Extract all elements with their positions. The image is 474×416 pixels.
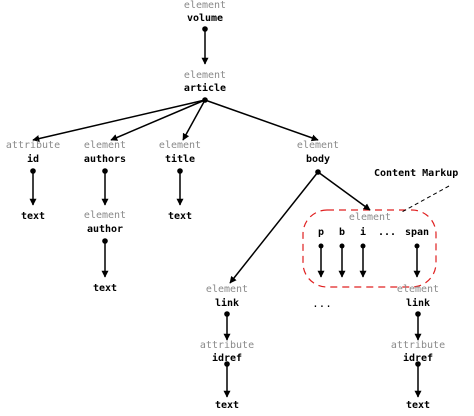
node-kind-label: attribute [199,340,255,351]
edge-article-body [204,99,319,142]
node-id: id [26,154,40,165]
callout-leader-line [399,185,450,214]
markup-child-i: i [359,227,367,238]
node-kind-label: attribute [5,140,61,151]
node-kind-label: element [83,210,127,221]
node-idref-left: idref [211,353,243,364]
markup-child-span: span [404,227,430,238]
node-kind-label: element [296,140,340,151]
node-title: title [164,154,196,165]
edge-article-id [32,99,206,142]
node-kind-label: element [183,70,227,81]
node-kind-label: element [183,0,227,11]
node-author-text: text [92,283,118,294]
node-kind-label: element [205,284,249,295]
node-idref-left-text: text [214,400,240,411]
edge-article-title [182,99,206,141]
middle-ellipsis: ... [312,297,332,310]
edge-body-markup [317,171,371,211]
node-kind-label: attribute [390,340,446,351]
node-author: author [86,224,124,235]
node-title-text: text [167,211,193,222]
node-volume: volume [186,13,224,24]
node-body: body [305,154,331,165]
node-article: article [183,83,227,94]
node-kind-label: element [158,140,202,151]
node-idref-right: idref [402,353,434,364]
edge-article-authors [110,99,206,141]
content-markup-callout: Content Markup [374,168,459,179]
node-id-text: text [20,211,46,222]
node-kind-label: element [83,140,127,151]
node-link-right: link [405,298,431,309]
edge-body-link [229,171,319,284]
node-link-left: link [214,298,240,309]
node-kind-label: element [348,212,392,223]
node-idref-right-text: text [405,400,431,411]
markup-child-p: p [317,227,325,238]
markup-child-ellipsis: ... [377,227,397,238]
markup-child-b: b [338,227,346,238]
node-authors: authors [83,154,127,165]
node-kind-label: element [396,284,440,295]
